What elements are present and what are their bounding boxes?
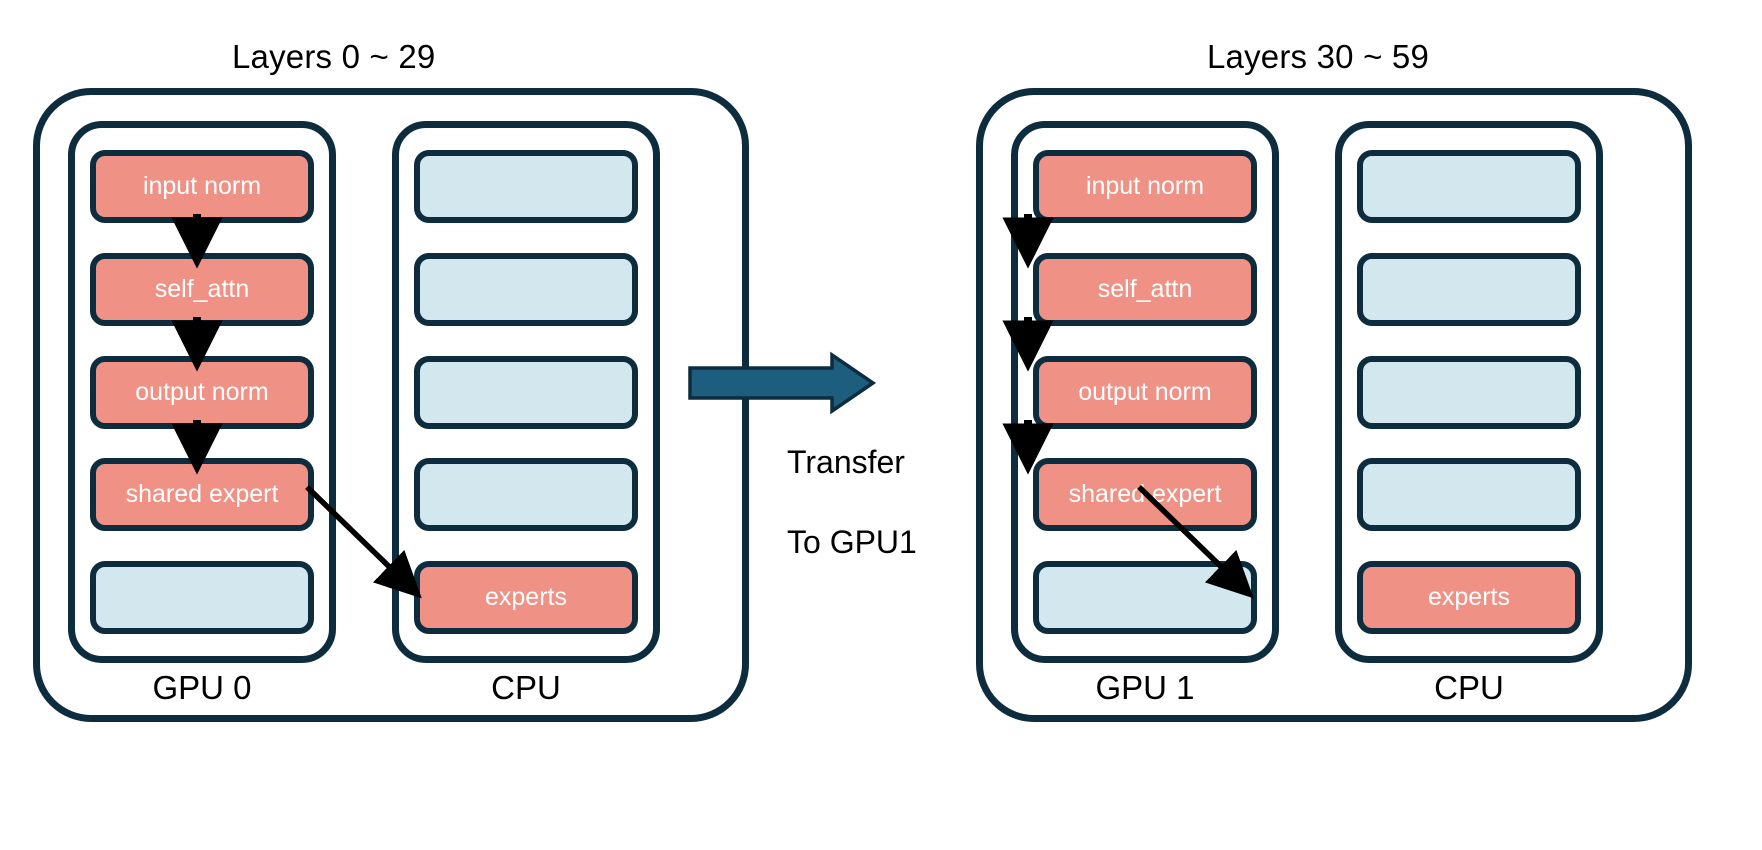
unit-label: shared expert bbox=[1068, 480, 1222, 509]
unit-output-norm[interactable]: output norm bbox=[90, 355, 314, 429]
unit-label: experts bbox=[1428, 583, 1510, 611]
transfer-arrow-label: Transfer To GPU1 bbox=[787, 402, 917, 602]
transfer-label-line1: Transfer bbox=[787, 444, 905, 480]
device-group-left: input norm self_attn output norm shared … bbox=[33, 88, 749, 722]
unit-label: self_attn bbox=[154, 274, 250, 303]
unit-placeholder-gpu[interactable] bbox=[90, 561, 314, 634]
unit-input-norm[interactable]: input norm bbox=[90, 150, 314, 223]
unit-placeholder-cpu-4[interactable] bbox=[414, 458, 638, 532]
device-label-cpu-left: CPU bbox=[491, 669, 561, 706]
unit-shared-expert[interactable]: shared expert bbox=[1033, 458, 1257, 532]
device-group-right: input norm self_attn output norm shared … bbox=[976, 88, 1692, 722]
unit-label: input norm bbox=[1085, 172, 1205, 200]
unit-placeholder-cpu-1[interactable] bbox=[414, 150, 638, 223]
unit-placeholder-cpu-4[interactable] bbox=[1357, 458, 1581, 532]
unit-placeholder-cpu-1[interactable] bbox=[1357, 150, 1581, 223]
panel-title-right: Layers 30 ~ 59 bbox=[1207, 38, 1430, 75]
unit-label: output norm bbox=[135, 377, 269, 406]
unit-self-attn[interactable]: self_attn bbox=[1033, 252, 1257, 326]
device-label-cpu-right: CPU bbox=[1434, 669, 1504, 706]
unit-shared-expert[interactable]: shared expert bbox=[90, 458, 314, 532]
unit-label: shared expert bbox=[125, 480, 279, 509]
transfer-label-line2: To GPU1 bbox=[787, 524, 917, 560]
panel-title-left: Layers 0 ~ 29 bbox=[232, 38, 436, 75]
device-label-gpu-1: GPU 1 bbox=[1095, 669, 1195, 706]
unit-label: input norm bbox=[142, 172, 262, 200]
unit-placeholder-gpu[interactable] bbox=[1033, 561, 1257, 634]
unit-output-norm[interactable]: output norm bbox=[1033, 355, 1257, 429]
gpu-column-right: input norm self_attn output norm shared … bbox=[1011, 121, 1279, 663]
gpu-column-left: input norm self_attn output norm shared … bbox=[68, 121, 336, 663]
unit-label: output norm bbox=[1078, 377, 1212, 406]
unit-experts[interactable]: experts bbox=[1357, 561, 1581, 634]
unit-placeholder-cpu-2[interactable] bbox=[414, 252, 638, 326]
unit-self-attn[interactable]: self_attn bbox=[90, 252, 314, 326]
device-label-gpu-0: GPU 0 bbox=[152, 669, 252, 706]
unit-label: experts bbox=[485, 583, 567, 611]
unit-placeholder-cpu-3[interactable] bbox=[1357, 355, 1581, 429]
cpu-column-left: experts bbox=[392, 121, 660, 663]
unit-label: self_attn bbox=[1097, 274, 1193, 303]
unit-placeholder-cpu-3[interactable] bbox=[414, 355, 638, 429]
unit-placeholder-cpu-2[interactable] bbox=[1357, 252, 1581, 326]
unit-input-norm[interactable]: input norm bbox=[1033, 150, 1257, 223]
cpu-column-right: experts bbox=[1335, 121, 1603, 663]
unit-experts[interactable]: experts bbox=[414, 561, 638, 634]
